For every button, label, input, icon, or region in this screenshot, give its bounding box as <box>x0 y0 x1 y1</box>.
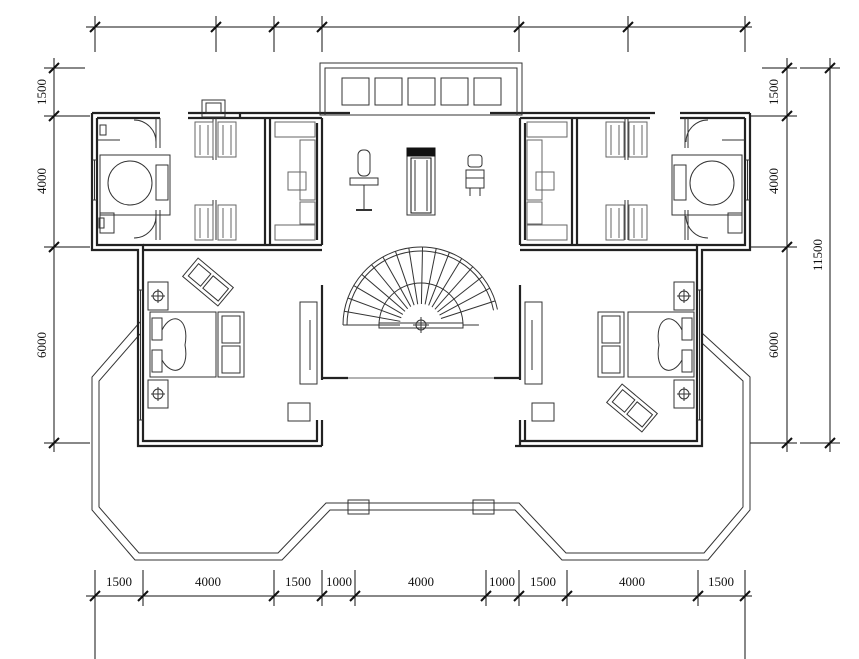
bed-left-icon <box>149 311 217 378</box>
chair-right-upper <box>535 171 555 191</box>
right-closets <box>526 121 648 241</box>
dim-right-1: 1500 <box>766 79 781 105</box>
bathtub-right <box>671 154 743 216</box>
toilet-left <box>99 212 115 234</box>
sofa-left-icon <box>217 311 245 378</box>
dim-left-1: 1500 <box>34 79 49 105</box>
exercise-bike-icon <box>465 154 485 196</box>
round-tub-right <box>689 160 735 206</box>
round-tub-left <box>107 160 153 206</box>
wardrobe-right <box>524 301 543 385</box>
dimension-lines <box>44 16 840 659</box>
dim-bottom-3: 1500 <box>285 574 311 589</box>
lounge-chair-left-icon <box>181 257 235 307</box>
dim-right-total: 11500 <box>810 239 825 271</box>
dim-bottom-9: 1500 <box>708 574 734 589</box>
dim-bottom-8: 4000 <box>619 574 645 589</box>
chair-right-lower <box>531 402 555 422</box>
dim-bottom-6: 1000 <box>489 574 515 589</box>
walls <box>90 111 752 448</box>
nightstand-left-top <box>147 281 169 311</box>
dim-left-2: 4000 <box>34 168 49 194</box>
bed-right-icon <box>627 311 695 378</box>
dim-left-3: 6000 <box>34 332 49 358</box>
dimension-labels-bottom: 1500 4000 1500 1000 4000 1000 1500 4000 … <box>106 574 734 589</box>
treadmill-icon <box>406 147 436 216</box>
spiral-staircase <box>342 246 498 333</box>
left-bedroom <box>147 257 318 422</box>
sofa-right-icon <box>597 311 625 378</box>
dim-bottom-4: 1000 <box>326 574 352 589</box>
bathtub-left <box>99 154 171 216</box>
interior-partitions <box>92 118 750 421</box>
right-bedroom <box>524 281 695 433</box>
dim-bottom-7: 1500 <box>530 574 556 589</box>
balcony-post-right <box>472 499 495 515</box>
bay-window <box>319 62 523 116</box>
vent-box <box>201 99 226 118</box>
chair-left-lower <box>287 402 311 422</box>
dim-bottom-1: 1500 <box>106 574 132 589</box>
toilet-right <box>727 212 743 234</box>
left-bathroom <box>97 124 171 234</box>
dimension-labels-right: 1500 4000 6000 11500 <box>766 79 825 358</box>
right-bathroom <box>671 139 745 234</box>
dim-bottom-5: 4000 <box>408 574 434 589</box>
nightstand-right-top <box>673 281 695 311</box>
nightstand-left-bottom <box>147 379 169 409</box>
dimension-labels-left: 1500 4000 6000 <box>34 79 49 358</box>
dim-right-3: 6000 <box>766 332 781 358</box>
dim-right-2: 4000 <box>766 168 781 194</box>
balcony-post-left <box>347 499 370 515</box>
wardrobe-left <box>299 301 318 385</box>
gym-equipment <box>349 147 485 216</box>
lounge-chair-right-icon <box>605 383 659 433</box>
balcony-outline <box>91 321 751 561</box>
dim-bottom-2: 4000 <box>195 574 221 589</box>
weight-bench-icon <box>349 149 379 211</box>
nightstand-right-bottom <box>673 379 695 409</box>
chair-left-upper <box>287 171 307 191</box>
left-closets <box>194 121 316 241</box>
